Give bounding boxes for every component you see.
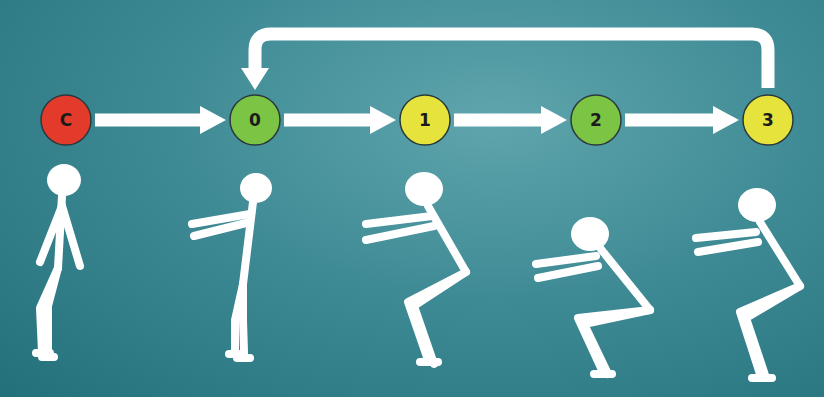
arrow-shaft	[625, 114, 715, 127]
step-label: 2	[590, 110, 602, 130]
rising-figure	[696, 222, 800, 378]
step-label: 0	[249, 110, 261, 130]
figure-head	[47, 164, 81, 196]
step-circle: 1	[399, 94, 451, 146]
step-label: 1	[419, 110, 431, 130]
arrow-head	[713, 106, 739, 134]
arrow-head	[241, 68, 269, 90]
step-circle: C	[40, 94, 92, 146]
figure-head	[571, 217, 609, 251]
arrow-shaft	[255, 34, 768, 88]
step-label: 3	[762, 110, 774, 130]
figure-head	[738, 188, 776, 222]
arrow-head	[200, 106, 226, 134]
step-circle: 3	[742, 94, 794, 146]
step-label: C	[60, 110, 72, 130]
flow-arrow	[241, 34, 768, 90]
ready-figure	[192, 202, 253, 358]
flow-arrow	[95, 106, 226, 134]
flow-arrow	[454, 106, 567, 134]
step-circle: 0	[229, 94, 281, 146]
figure-head	[405, 172, 443, 206]
figure-head	[240, 173, 272, 203]
arrow-head	[370, 106, 396, 134]
half-squat-figure	[366, 206, 466, 364]
arrow-shaft	[454, 114, 543, 127]
arrow-shaft	[284, 114, 372, 127]
flow-arrow	[284, 106, 396, 134]
standing-figure	[36, 196, 80, 357]
arrow-head	[541, 106, 567, 134]
deep-squat-figure	[536, 248, 650, 374]
step-circle: 2	[570, 94, 622, 146]
arrow-shaft	[95, 114, 202, 127]
flow-arrow	[625, 106, 739, 134]
